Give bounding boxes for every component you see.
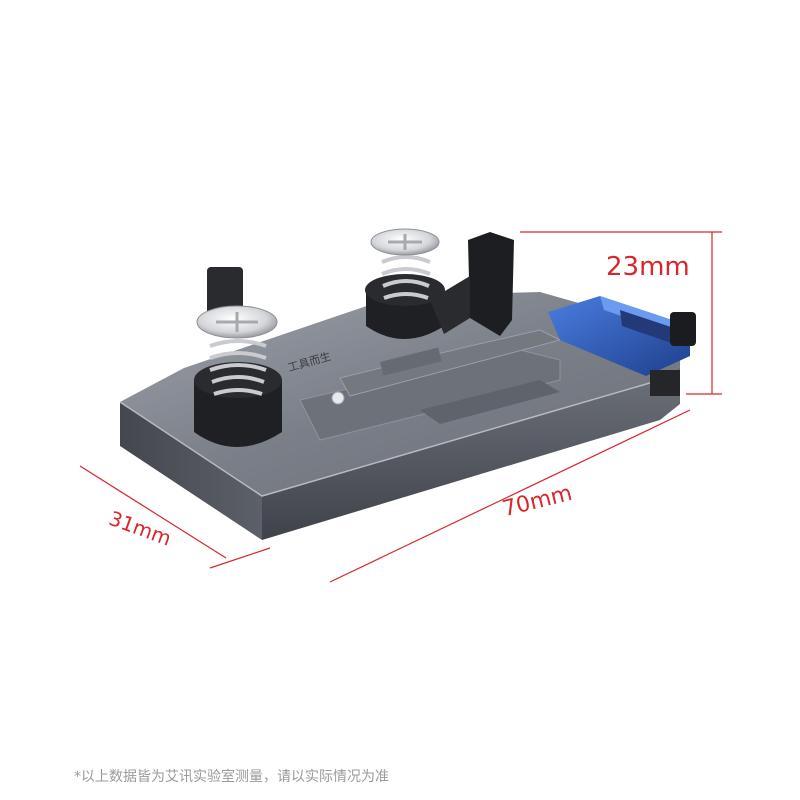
dimension-lines	[79, 231, 722, 583]
height-dimension-label: 23mm	[606, 252, 690, 282]
left-screw-assembly	[194, 267, 282, 447]
blue-clamp	[548, 296, 696, 376]
middle-screw-assembly	[365, 228, 514, 339]
disclaimer-footnote: *以上数据皆为艾讯实验室测量，请以实际情况为准	[74, 769, 389, 785]
right-nut	[650, 370, 680, 396]
